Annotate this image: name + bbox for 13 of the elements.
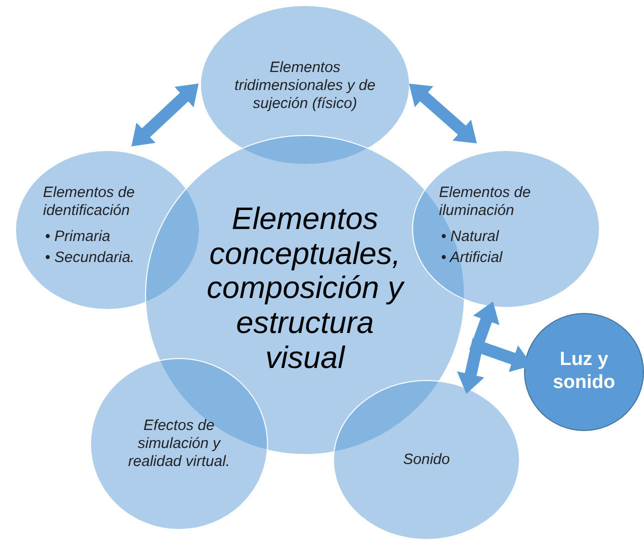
bullet-item: • Natural [441, 227, 500, 247]
bullet-item: • Secundaria. [45, 248, 134, 268]
node-label: Elementos conceptuales, composición y estructura visual [206, 202, 406, 376]
node-label: Elementos tridimensionales y de sujeción (físico) [234, 59, 376, 113]
double-arrow [409, 84, 477, 144]
node-label: Elementos de iluminación [439, 184, 532, 220]
node-label: Sonido [403, 450, 450, 470]
bullet-item: • Artificial [441, 248, 502, 268]
node-label: Luz y sonido [552, 349, 616, 395]
node-label: Efectos de simulación y realidad virtual. [127, 417, 231, 471]
double-arrow [131, 83, 199, 146]
bullet-item: • Primaria [45, 227, 112, 247]
node-label: Elementos de identificación [43, 184, 136, 220]
